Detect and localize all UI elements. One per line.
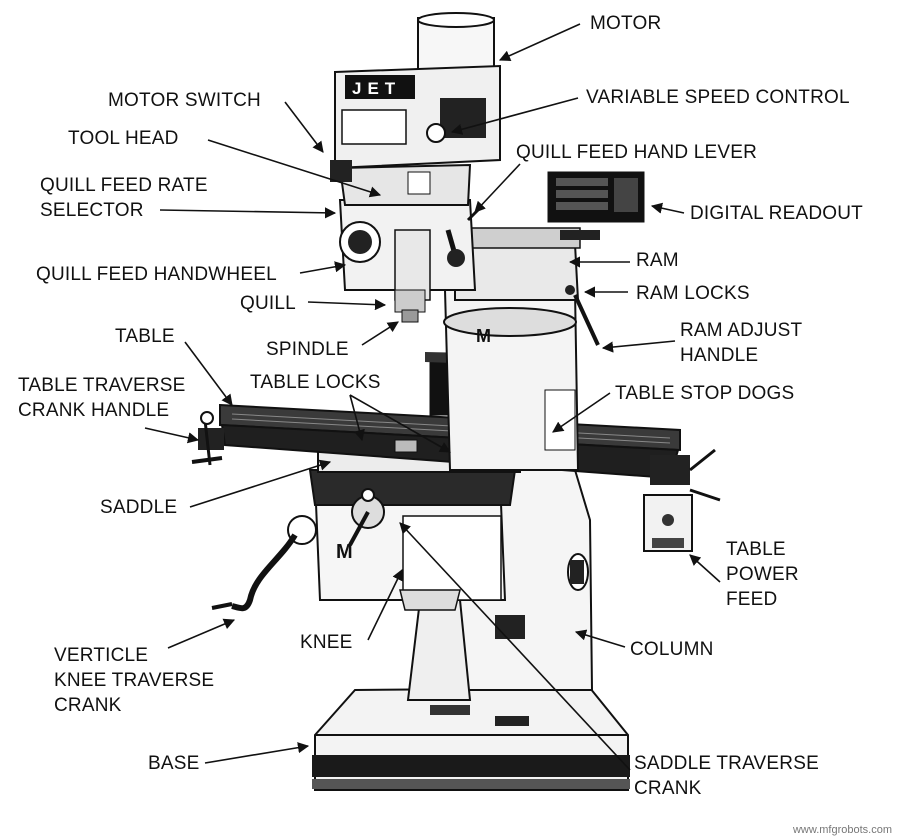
label-quill-feed-hand-lever: QUILL FEED HAND LEVER: [516, 142, 758, 163]
label-digital-readout: DIGITAL READOUT: [690, 203, 863, 224]
label-table-traverse-crank-handle: TABLE TRAVERSE CRANK HANDLE: [18, 375, 186, 421]
label-spindle: SPINDLE: [266, 339, 349, 360]
label-ram: RAM: [636, 250, 679, 271]
pointer-lines: [144, 23, 721, 771]
knee-crank: [211, 515, 317, 612]
label-column: COLUMN: [630, 639, 714, 660]
label-verticle-knee-traverse-crank: VERTICLE KNEE TRAVERSE CRANK: [54, 645, 215, 716]
label-saddle-traverse-crank: SADDLE TRAVERSE CRANK: [634, 753, 819, 799]
label-table: TABLE: [115, 326, 175, 347]
watermark: www.mfgrobots.com: [792, 824, 892, 836]
label-ram-adjust-handle: RAM ADJUST HANDLE: [680, 320, 803, 366]
label-table-stop-dogs: TABLE STOP DOGS: [615, 383, 795, 404]
label-quill-feed-handwheel: QUILL FEED HANDWHEEL: [36, 264, 277, 285]
label-variable-speed-control: VARIABLE SPEED CONTROL: [586, 87, 850, 108]
label-ram-locks: RAM LOCKS: [636, 283, 750, 304]
label-motor: MOTOR: [590, 13, 662, 34]
table-power-feed-unit: [643, 448, 721, 552]
saddle-crank: [348, 488, 385, 546]
tool-head-assembly: [338, 199, 484, 323]
digital-readout-unit: [547, 171, 645, 223]
label-table-locks: TABLE LOCKS: [250, 372, 381, 393]
base-casting: [312, 686, 630, 791]
knee-casting: [313, 479, 507, 611]
knee-emblem: M: [336, 541, 353, 563]
label-base: BASE: [148, 753, 200, 774]
label-saddle: SADDLE: [100, 497, 178, 518]
left-crank-handle: [191, 411, 224, 466]
turret: [443, 289, 580, 471]
label-quill-feed-rate-selector: QUILL FEED RATE SELECTOR: [40, 175, 208, 221]
label-knee: KNEE: [300, 632, 353, 653]
label-table-power-feed: TABLE POWER FEED: [726, 539, 799, 610]
label-quill: QUILL: [240, 293, 296, 314]
label-motor-switch: MOTOR SWITCH: [108, 90, 261, 111]
turret-emblem: M: [476, 326, 491, 346]
jet-logo: JET: [352, 79, 401, 98]
label-tool-head: TOOL HEAD: [68, 128, 179, 149]
motor-housing: [330, 12, 501, 206]
